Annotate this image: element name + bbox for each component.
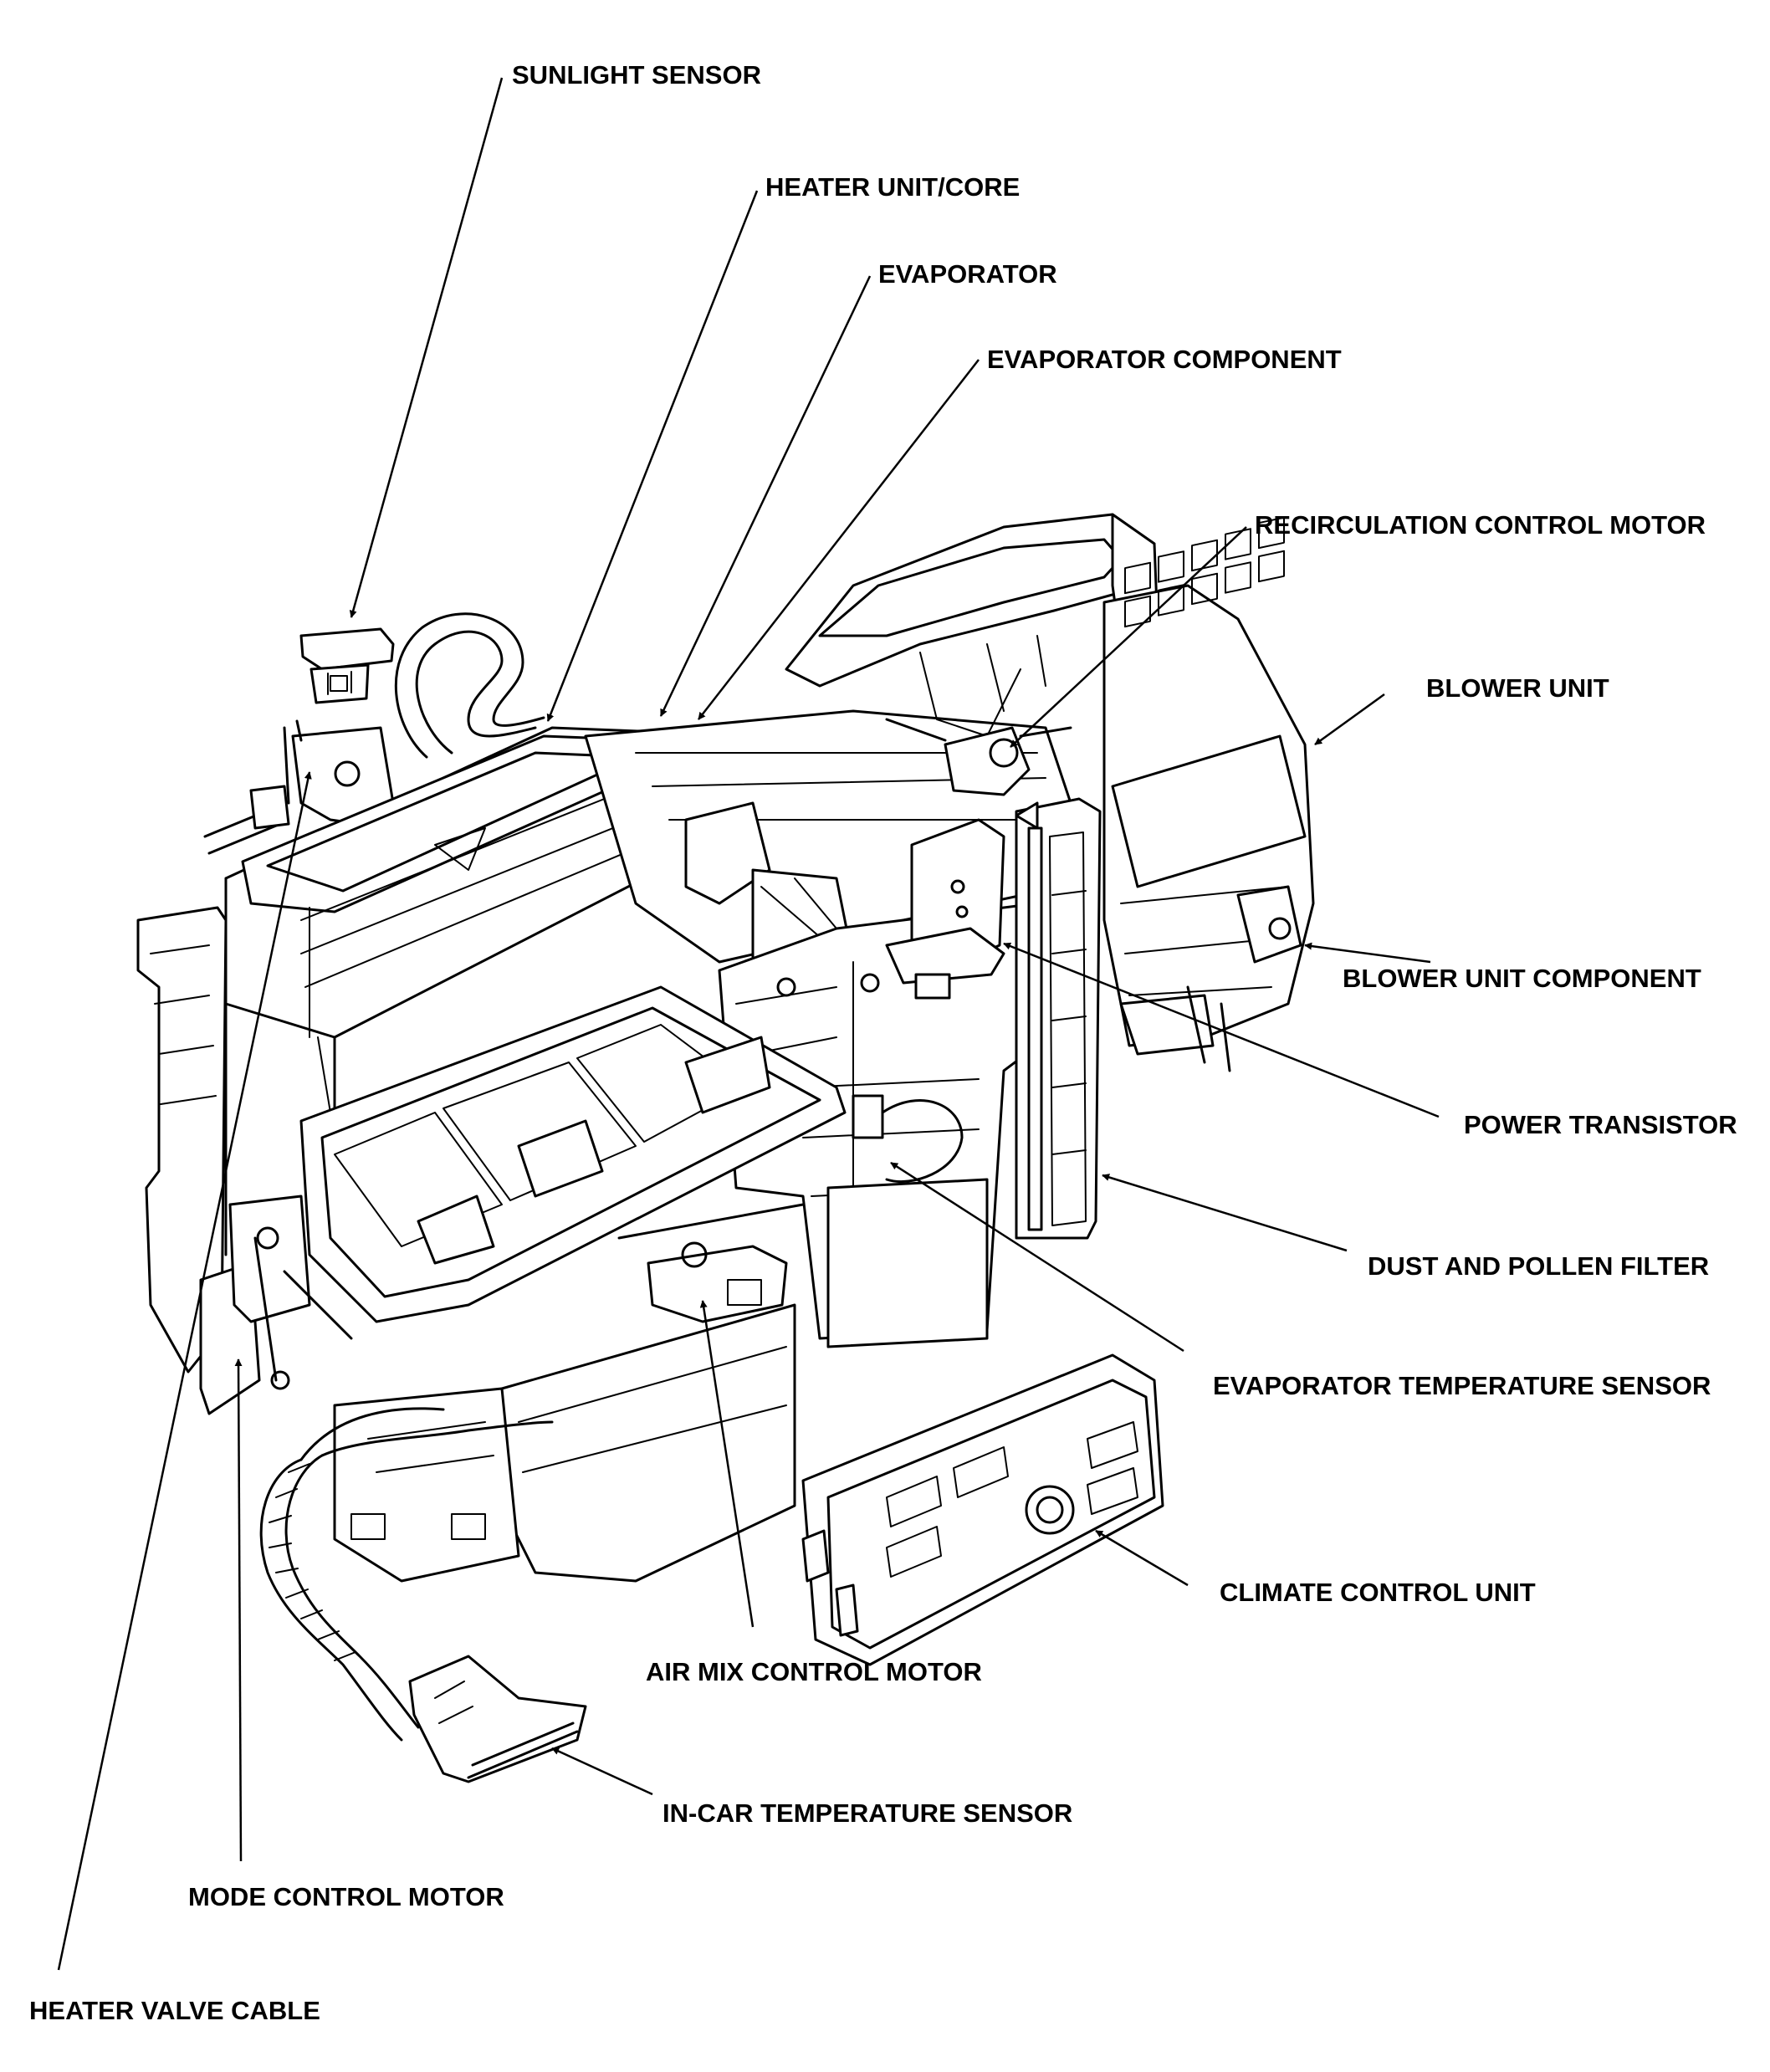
sunlight-sensor-part <box>299 627 395 704</box>
leader-mode-control-motor <box>234 1358 243 1862</box>
power-transistor-part <box>885 818 1005 1000</box>
leader-lines <box>57 77 1440 1971</box>
lower-housing <box>333 1303 796 1583</box>
leader-climate-control-unit <box>1095 1529 1189 1587</box>
label-evaporator-component: EVAPORATOR COMPONENT <box>987 345 1342 374</box>
label-in-car-temperature-sensor: IN-CAR TEMPERATURE SENSOR <box>662 1798 1072 1828</box>
leader-recirculation-control-motor <box>1010 526 1247 748</box>
heater-unit-body <box>136 726 671 1415</box>
leader-in-car-temp-sensor <box>551 1747 653 1796</box>
label-blower-unit-component: BLOWER UNIT COMPONENT <box>1343 964 1701 993</box>
leader-heater-unit-core <box>546 190 759 722</box>
leader-heater-valve-cable <box>57 771 312 1971</box>
leader-blower-unit-component <box>1304 942 1431 964</box>
label-sunlight-sensor: SUNLIGHT SENSOR <box>512 60 761 90</box>
dust-and-pollen-filter-part <box>1015 797 1102 1240</box>
leader-dust-pollen-filter <box>1102 1174 1348 1252</box>
label-evaporator-temperature-sensor: EVAPORATOR TEMPERATURE SENSOR <box>1213 1371 1711 1400</box>
leader-evaporator <box>659 275 872 717</box>
label-dust-and-pollen-filter: DUST AND POLLEN FILTER <box>1368 1251 1709 1281</box>
hvac-assembly-illustration <box>136 513 1315 1783</box>
evaporator-temp-sensor-part <box>852 1094 964 1184</box>
label-blower-unit: BLOWER UNIT <box>1426 673 1609 703</box>
callout-labels: SUNLIGHT SENSOR HEATER UNIT/CORE EVAPORA… <box>29 60 1737 2025</box>
air-mix-control-motor-part <box>617 1203 805 1323</box>
leader-blower-unit <box>1314 693 1385 746</box>
blower-vent-grid <box>1124 516 1285 628</box>
leader-evaporator-component <box>698 359 980 720</box>
leader-sunlight-sensor <box>349 77 504 618</box>
leader-power-transistor <box>1003 942 1440 1118</box>
label-power-transistor: POWER TRANSISTOR <box>1464 1110 1737 1139</box>
heater-valve-bracket <box>203 719 395 855</box>
label-evaporator: EVAPORATOR <box>878 259 1057 289</box>
leader-evaporator-temp-sensor <box>890 1161 1184 1353</box>
leader-air-mix-control-motor <box>699 1300 755 1628</box>
label-mode-control-motor: MODE CONTROL MOTOR <box>188 1882 504 1911</box>
front-vent-outlets <box>299 985 847 1323</box>
label-climate-control-unit: CLIMATE CONTROL UNIT <box>1220 1578 1536 1607</box>
label-air-mix-control-motor: AIR MIX CONTROL MOTOR <box>646 1657 982 1686</box>
in-car-sensor-harness <box>259 1407 587 1783</box>
blower-unit-part <box>1102 516 1315 1072</box>
heater-hose <box>394 612 545 759</box>
label-heater-unit-core: HEATER UNIT/CORE <box>765 172 1020 202</box>
label-recirculation-control-motor: RECIRCULATION CONTROL MOTOR <box>1255 510 1706 540</box>
climate-control-unit-part <box>801 1353 1164 1666</box>
mode-control-motor-part <box>228 1195 353 1390</box>
label-heater-valve-cable: HEATER VALVE CABLE <box>29 1996 320 2025</box>
